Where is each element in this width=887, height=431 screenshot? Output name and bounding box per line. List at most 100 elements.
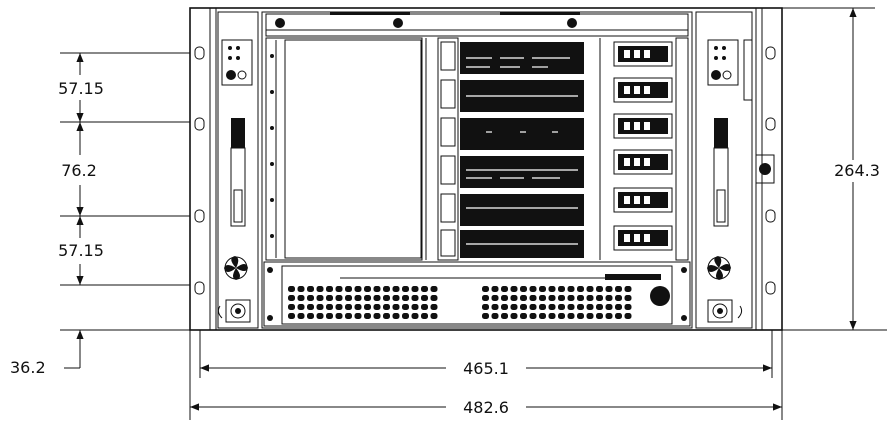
vent-hole	[288, 286, 295, 292]
vent-hole	[529, 295, 537, 301]
vent-hole	[482, 286, 489, 292]
io-module-stack	[425, 37, 584, 261]
vent-hole	[482, 295, 489, 301]
vent-hole	[577, 295, 584, 301]
left-vertical-dimensions	[60, 52, 887, 369]
vent-hole	[364, 286, 371, 292]
vent-hole	[567, 295, 575, 301]
vent-hole	[430, 286, 438, 292]
vent-hole	[383, 313, 390, 319]
vent-hole	[335, 313, 343, 319]
vent-hole	[501, 313, 508, 319]
vent-hole	[586, 313, 594, 319]
vent-hole	[615, 286, 622, 292]
vent-hole	[421, 286, 428, 292]
vent-hole	[548, 295, 556, 301]
vent-hole	[577, 286, 584, 292]
vent-hole	[288, 295, 295, 301]
vent-hole	[307, 313, 314, 319]
vent-hole	[345, 286, 352, 292]
vent-hole	[605, 313, 613, 319]
vent-hole	[307, 286, 314, 292]
vent-holes	[288, 286, 632, 319]
vent-hole	[491, 313, 499, 319]
vent-hole	[335, 304, 343, 310]
vent-hole	[577, 313, 584, 319]
vent-hole	[586, 304, 594, 310]
vent-hole	[373, 295, 381, 301]
vent-hole	[586, 295, 594, 301]
vent-hole	[558, 286, 565, 292]
right-vertical-dimension	[782, 7, 875, 330]
vent-hole	[529, 313, 537, 319]
vent-hole	[288, 304, 295, 310]
vent-hole	[548, 304, 556, 310]
vent-hole	[411, 286, 419, 292]
vent-hole	[373, 286, 381, 292]
vent-hole	[501, 304, 508, 310]
chassis-body	[261, 11, 693, 329]
vent-hole	[624, 295, 632, 301]
vent-hole	[326, 286, 333, 292]
dim-label-total-height: 264.3	[834, 161, 880, 180]
vent-hole	[520, 304, 527, 310]
vent-hole	[624, 286, 632, 292]
vent-hole	[624, 313, 632, 319]
vent-hole	[316, 313, 324, 319]
network-card-column	[599, 37, 689, 261]
vent-hole	[364, 313, 371, 319]
vent-hole	[316, 295, 324, 301]
vent-hole	[430, 313, 438, 319]
vent-hole	[373, 304, 381, 310]
vent-panel	[263, 261, 691, 327]
vent-hole	[354, 295, 362, 301]
vent-hole	[510, 304, 518, 310]
vent-hole	[326, 304, 333, 310]
vent-hole	[510, 295, 518, 301]
vent-hole	[567, 313, 575, 319]
dim-label-top-section: 57.15	[58, 79, 104, 98]
vent-hole	[567, 304, 575, 310]
vent-hole	[615, 295, 622, 301]
vent-hole	[615, 304, 622, 310]
vent-hole	[491, 304, 499, 310]
vent-hole	[491, 295, 499, 301]
vent-hole	[411, 313, 419, 319]
vent-hole	[297, 313, 305, 319]
vent-hole	[383, 286, 390, 292]
vent-hole	[392, 286, 400, 292]
blank-slot-area	[265, 37, 423, 261]
vent-hole	[596, 295, 603, 301]
vent-hole	[539, 286, 546, 292]
vent-hole	[520, 286, 527, 292]
fan-icon	[224, 256, 248, 280]
vent-hole	[596, 286, 603, 292]
right-power-inlet	[707, 299, 743, 323]
vent-hole	[501, 295, 508, 301]
vent-hole	[297, 295, 305, 301]
vent-hole	[421, 295, 428, 301]
vent-hole	[354, 313, 362, 319]
vent-hole	[316, 304, 324, 310]
vent-hole	[605, 295, 613, 301]
vent-hole	[482, 304, 489, 310]
vent-hole	[345, 313, 352, 319]
vent-hole	[596, 313, 603, 319]
left-power-inlet	[217, 299, 251, 323]
vent-hole	[326, 313, 333, 319]
vent-hole	[335, 286, 343, 292]
vent-hole	[520, 313, 527, 319]
vent-hole	[345, 295, 352, 301]
vent-hole	[567, 286, 575, 292]
dim-label-overall-width: 482.6	[463, 398, 509, 417]
vent-hole	[307, 295, 314, 301]
vent-hole	[402, 286, 409, 292]
vent-hole	[297, 304, 305, 310]
vent-hole	[605, 286, 613, 292]
vent-hole	[577, 304, 584, 310]
vent-hole	[345, 304, 352, 310]
vent-hole	[335, 295, 343, 301]
vent-hole	[558, 313, 565, 319]
fan-icon	[707, 256, 731, 280]
